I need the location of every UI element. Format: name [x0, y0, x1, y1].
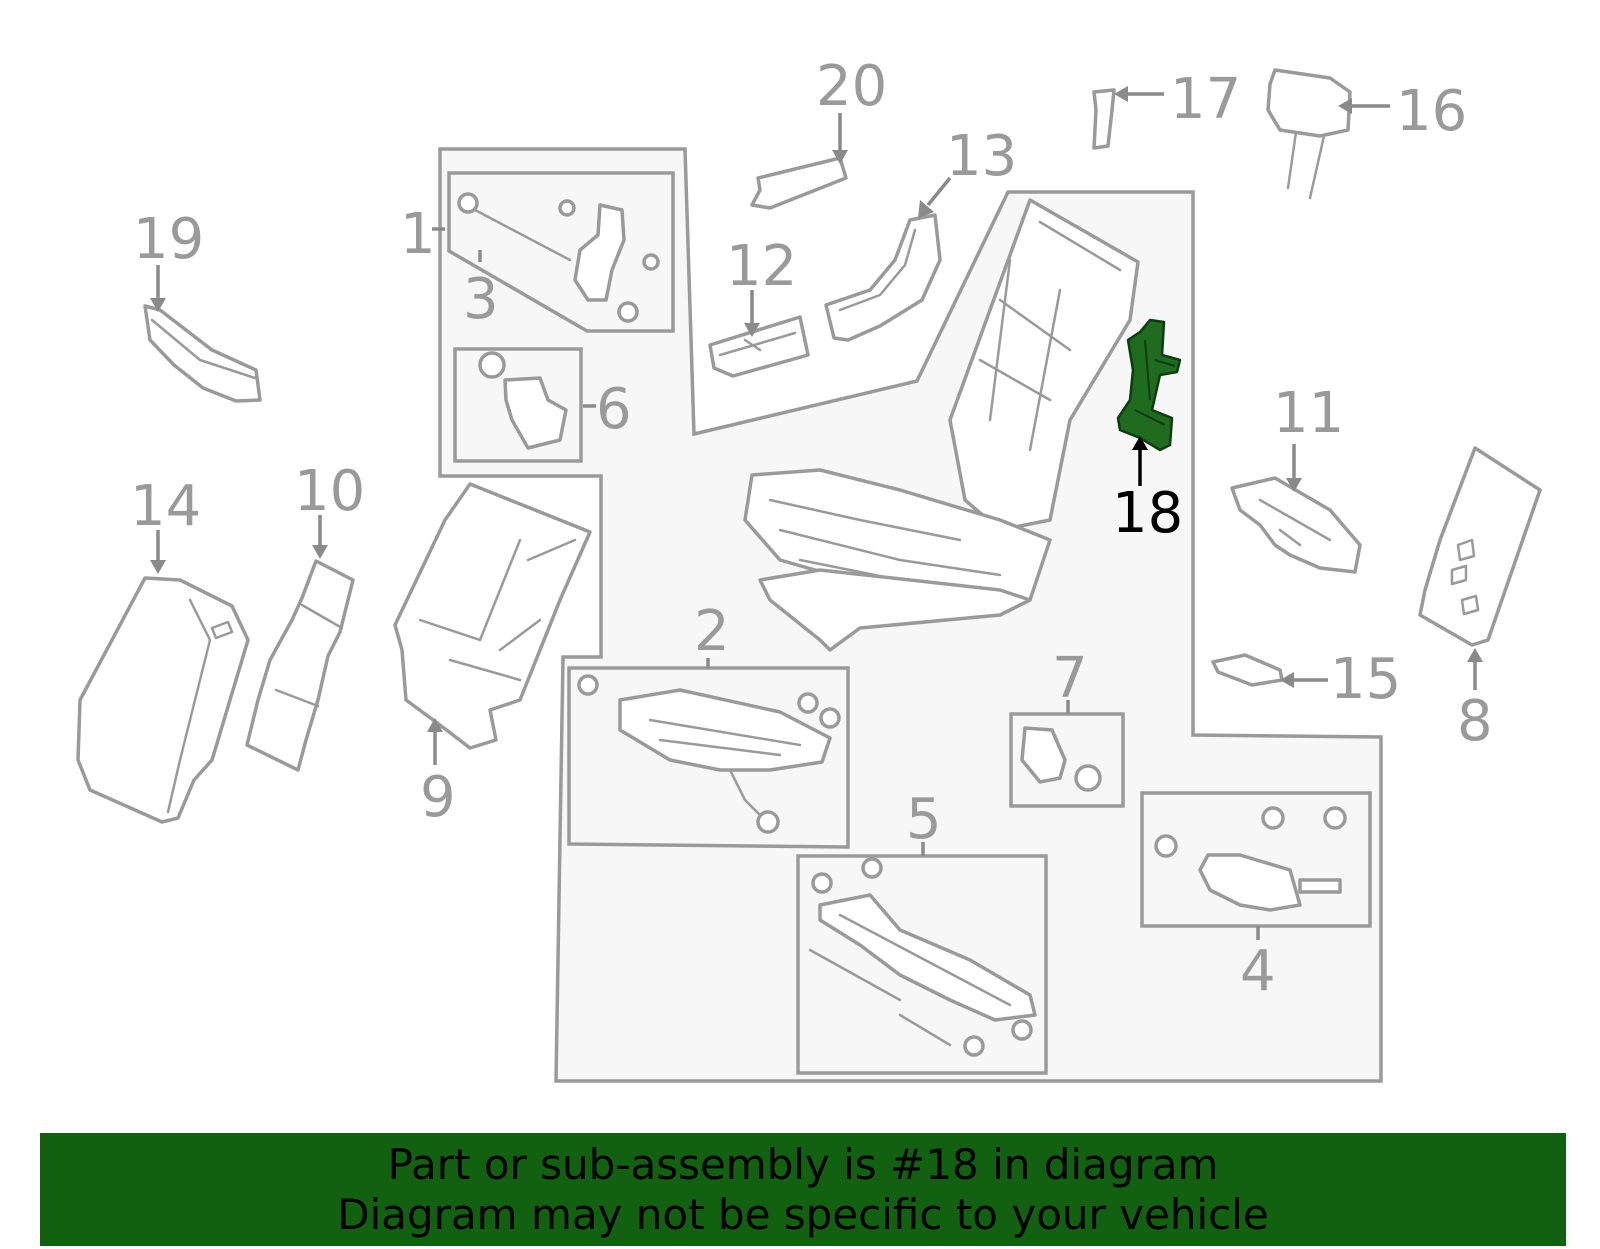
part-4-bolt-c: [1323, 806, 1347, 830]
part-3-bolt: [457, 192, 479, 214]
part-10-detail: [274, 603, 344, 708]
callout-10: 10: [294, 459, 365, 524]
part-5-bolt-b: [861, 857, 883, 879]
part-2-bolt-c: [819, 707, 841, 729]
part-12-detail: [718, 331, 797, 357]
part-15-clip: [1211, 653, 1284, 687]
part-14-seam: [166, 598, 212, 814]
part-16-headrest: [1266, 68, 1352, 138]
callout-13: 13: [946, 124, 1017, 189]
callout-20: 20: [816, 54, 887, 119]
leaders: [150, 86, 1483, 940]
part-12-bracket: [708, 315, 810, 378]
part-11-bracket: [1230, 476, 1362, 574]
part-17-guide: [1092, 88, 1116, 150]
callout-18: 18: [1112, 481, 1183, 546]
part-5-detail: [808, 913, 1012, 1047]
part-13-detail: [838, 228, 917, 312]
callout-6: 6: [596, 377, 632, 442]
part-19-detail: [150, 318, 257, 380]
callout-4: 4: [1240, 939, 1276, 1004]
part-14-back-cover: [76, 576, 250, 824]
part-20-trim: [750, 156, 848, 210]
part-3-screw-a: [558, 199, 576, 217]
banner-line-2: Diagram may not be specific to your vehi…: [337, 1190, 1269, 1239]
part-3-screw-c: [617, 301, 639, 323]
part-2-bolt-d: [756, 810, 780, 834]
banner-line-1: Part or sub-assembly is #18 in diagram: [387, 1140, 1219, 1189]
part-7-knob: [1074, 764, 1102, 792]
part-3-rod: [473, 208, 572, 262]
part-2-detail: [648, 718, 802, 757]
part-3-screw-b: [642, 253, 660, 271]
box-part-3: [447, 171, 675, 333]
box-part-4: [1140, 791, 1372, 928]
callout-5: 5: [906, 787, 942, 852]
part-9-detail: [418, 538, 577, 682]
callout-2: 2: [694, 599, 730, 664]
callout-15: 15: [1330, 647, 1401, 712]
info-banner: Part or sub-assembly is #18 in diagram D…: [40, 1133, 1566, 1246]
callout-11: 11: [1273, 381, 1344, 446]
part-6-recliner: [503, 376, 568, 450]
part-6-spring: [478, 351, 506, 379]
callout-14: 14: [130, 474, 201, 539]
part-4-bolt-b: [1261, 806, 1285, 830]
part-2-link: [728, 768, 762, 817]
part-13-frame-cover: [824, 213, 942, 342]
part-5-bolt-a: [811, 872, 833, 894]
part-2-pan: [618, 688, 832, 772]
part-7-motor: [1020, 726, 1067, 784]
seat-rails: [758, 568, 1032, 652]
part-11-detail: [1258, 498, 1332, 547]
box-part-6: [453, 347, 583, 463]
part-9-back-panel: [393, 482, 592, 750]
part-5-bolt-c: [963, 1035, 985, 1057]
part-19-trim: [143, 304, 262, 403]
callout-17: 17: [1170, 67, 1241, 132]
part-14-tag: [210, 620, 234, 640]
part-2-bolt-b: [797, 692, 819, 714]
callout-16: 16: [1396, 79, 1467, 144]
part-8-side-panel: [1418, 446, 1542, 647]
part-4-motor: [1198, 853, 1302, 912]
part-2-bolt-a: [577, 674, 599, 696]
callout-7: 7: [1052, 646, 1088, 711]
callout-19: 19: [133, 207, 204, 272]
part-16-posts: [1286, 130, 1326, 200]
callout-1: 1: [400, 202, 436, 267]
box-part-2: [567, 666, 850, 849]
part-4-bolt-a: [1154, 834, 1178, 858]
callout-9: 9: [420, 765, 456, 830]
callout-12: 12: [726, 234, 797, 299]
part-10-pad: [245, 559, 355, 772]
callout-3: 3: [463, 267, 499, 332]
seat-frame-back-detail: [978, 220, 1122, 452]
seat-frame-back: [948, 198, 1140, 532]
part-8-detail: [1450, 538, 1480, 616]
part-3-mechanism: [573, 203, 626, 302]
callout-8: 8: [1457, 689, 1493, 754]
part-4-shaft: [1298, 878, 1342, 894]
part-5-bolt-d: [1011, 1019, 1033, 1041]
part-18-detail: [1134, 339, 1176, 426]
